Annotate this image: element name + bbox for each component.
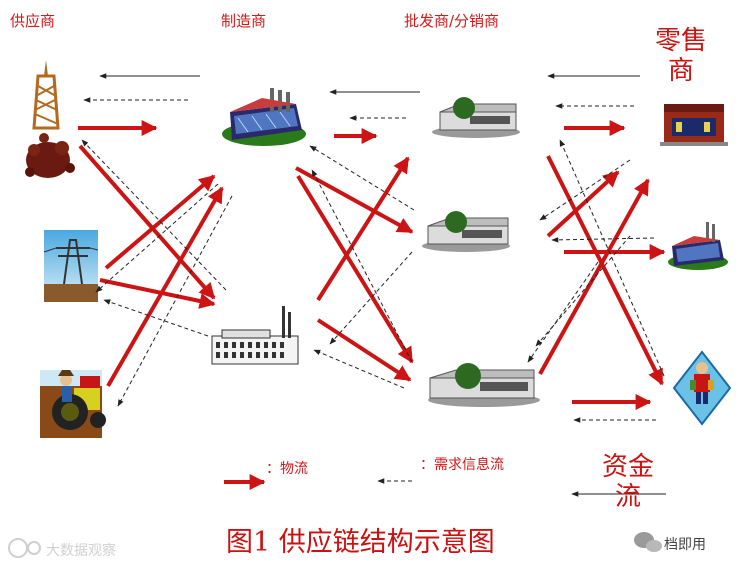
info-arrow — [559, 139, 665, 377]
info-flow-arrows — [81, 73, 666, 497]
fund-flow-label: 资金 流 — [590, 452, 666, 512]
flow-arrow — [316, 318, 412, 382]
info-arrow — [103, 299, 209, 337]
flow-arrow — [296, 174, 414, 364]
fund-flow-label-line1: 资金 — [601, 452, 654, 482]
flow-arrow — [546, 155, 664, 386]
info-arrow — [313, 349, 405, 389]
shopper-icon — [672, 350, 732, 426]
legend-material-flow: ：物流 — [266, 461, 308, 477]
info-arrow — [311, 169, 413, 363]
flow-arrow — [546, 170, 620, 238]
flow-arrow — [538, 178, 650, 375]
farmer-tractor-icon — [40, 370, 106, 438]
retail-store-icon — [660, 104, 728, 146]
retailer-label-line1: 零售 — [654, 26, 707, 56]
material-flow-arrows — [78, 120, 666, 490]
warehouse-icon — [422, 211, 510, 252]
info-arrow — [117, 195, 233, 407]
factory-large-icon — [668, 222, 728, 270]
figure-caption: 图1 供应链结构示意图 — [226, 527, 495, 558]
info-arrow — [95, 183, 219, 293]
flow-arrow — [99, 278, 216, 309]
wholesaler-header: 批发商/分销商 — [404, 12, 500, 30]
warehouse-icon — [428, 363, 540, 407]
legend-info-flow: ：需求信息流 — [420, 457, 504, 473]
warehouse-icon — [432, 97, 520, 138]
flow-arrow — [295, 166, 414, 234]
watermark-right: 档即用 — [664, 537, 706, 553]
flow-arrow — [78, 144, 216, 300]
wechat-icon — [634, 532, 662, 552]
retailer-label: 零售 商 — [646, 26, 716, 86]
flow-arrow — [104, 174, 216, 270]
watermark-logo-icon — [8, 538, 41, 558]
info-arrow — [527, 261, 599, 363]
factory-building-icon — [211, 306, 299, 365]
factory-large-icon — [222, 88, 306, 146]
flow-arrow — [316, 156, 410, 302]
supplier-header: 供应商 — [10, 12, 56, 30]
power-tower-icon — [43, 230, 99, 302]
retailer-label-line2: 商 — [667, 56, 694, 86]
fund-flow-label-line2: 流 — [614, 482, 641, 512]
info-arrow — [309, 145, 415, 211]
oil-derrick-icon — [25, 60, 75, 178]
info-arrow — [551, 237, 655, 243]
flow-arrow — [106, 186, 224, 387]
watermark-left: 大数据观察 — [46, 543, 116, 559]
manufacturer-header: 制造商 — [221, 12, 267, 30]
